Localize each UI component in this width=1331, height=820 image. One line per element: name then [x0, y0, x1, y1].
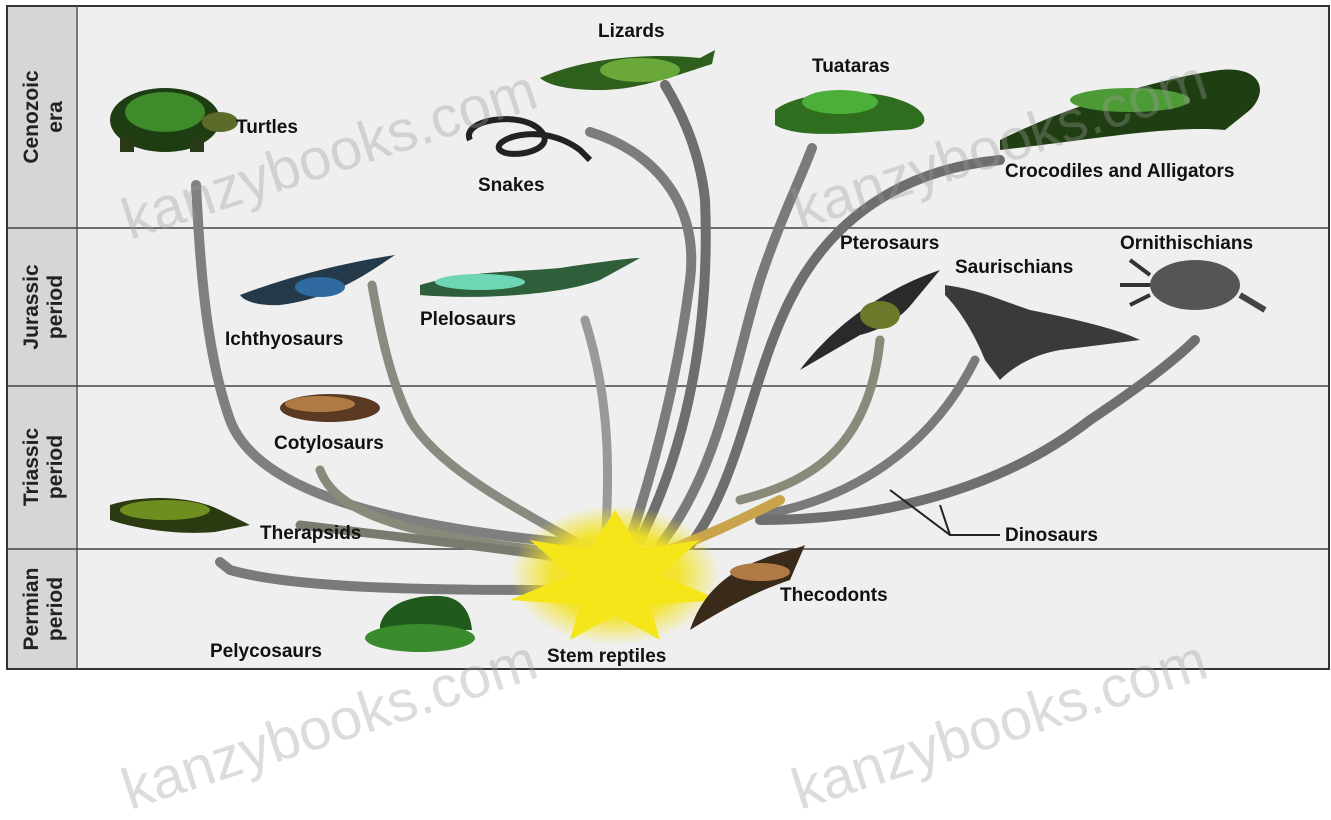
label-stem-reptiles: Stem reptiles	[547, 646, 666, 667]
period-label-line1: Permian	[20, 568, 43, 651]
period-label-line2: period	[44, 435, 67, 499]
cotylosaur-icon	[280, 394, 380, 422]
label-pterosaurs: Pterosaurs	[840, 233, 939, 254]
label-lizards: Lizards	[598, 21, 665, 42]
label-ichthyosaurs: Ichthyosaurs	[225, 329, 343, 350]
period-label-line2: era	[44, 101, 67, 133]
period-label-triassic: Triassic period	[20, 428, 67, 507]
label-pelycosaurs: Pelycosaurs	[210, 641, 322, 662]
label-plesiosaurs: Plelosaurs	[420, 309, 516, 330]
stem-reptiles-burst	[510, 505, 720, 645]
period-label-line2: period	[44, 577, 67, 641]
period-label-jurassic: Jurassic period	[20, 264, 67, 350]
period-label-line1: Cenozoic	[20, 70, 43, 164]
label-cotylosaurs: Cotylosaurs	[274, 433, 384, 454]
label-snakes: Snakes	[478, 175, 545, 196]
period-label-line1: Triassic	[20, 428, 43, 507]
label-therapsids: Therapsids	[260, 523, 361, 544]
label-dinosaurs: Dinosaurs	[1005, 525, 1098, 546]
period-label-permian: Permian period	[20, 568, 67, 651]
label-tuataras: Tuataras	[812, 56, 890, 77]
period-label-line2: period	[44, 275, 67, 339]
label-saurischians: Saurischians	[955, 257, 1073, 278]
period-label-line1: Jurassic	[20, 264, 43, 350]
label-thecodonts: Thecodonts	[780, 585, 888, 606]
label-ornithischians: Ornithischians	[1120, 233, 1253, 254]
